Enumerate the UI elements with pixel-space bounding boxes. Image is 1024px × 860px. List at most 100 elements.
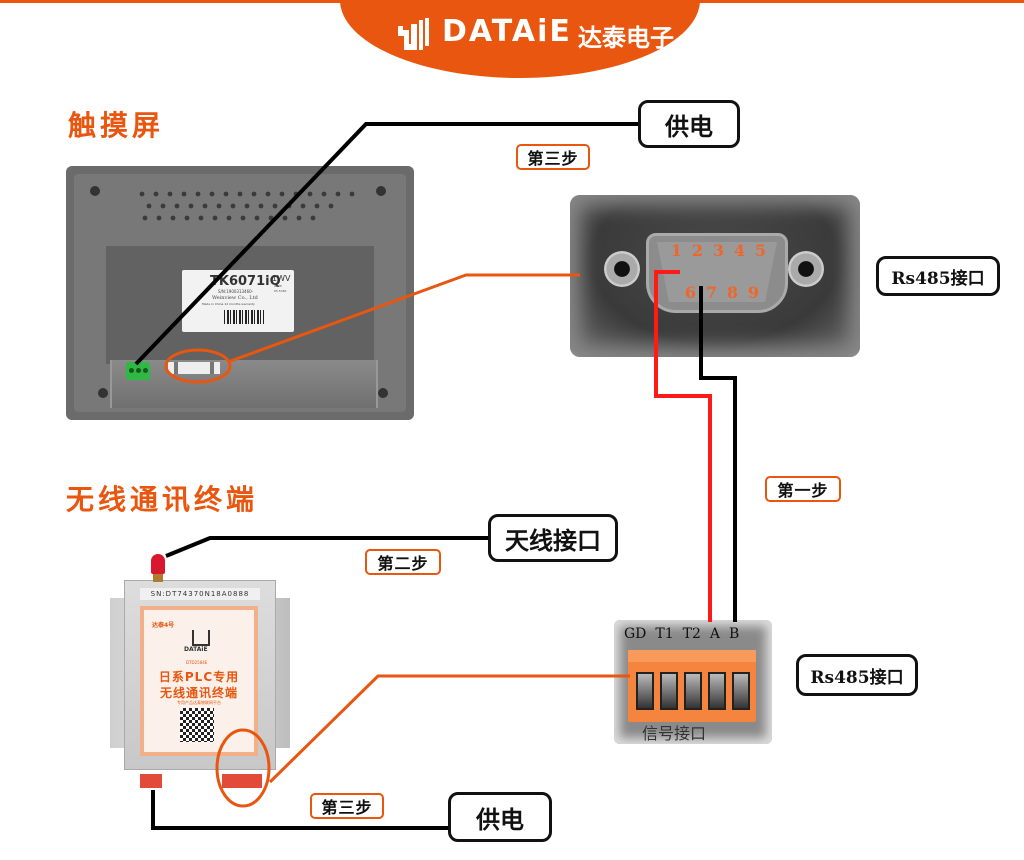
device-serial: S/N:1900313460- bbox=[218, 289, 254, 294]
vent-hole bbox=[184, 215, 190, 221]
callout-power-top: 供电 bbox=[638, 100, 740, 148]
device-maker: Weinview Co., Ltd bbox=[212, 295, 258, 301]
vent-hole bbox=[328, 203, 334, 209]
terminal-line1: 日系PLC专用 bbox=[158, 670, 240, 684]
touchscreen-bottom-bay bbox=[110, 360, 378, 408]
terminal-badge: 达泰4号 bbox=[152, 622, 175, 629]
step-label-3-bottom: 第三步 bbox=[310, 793, 384, 819]
terminal-logo-text: DATAiE bbox=[184, 646, 208, 653]
terminal-logo-icon bbox=[192, 630, 210, 646]
db9-pin-label: 2 bbox=[691, 241, 704, 260]
device-model-suffix: 1WV bbox=[272, 274, 291, 283]
terminal-small-text: 专用产品达泰物联网平台 bbox=[177, 700, 221, 705]
vent-hole bbox=[321, 191, 327, 197]
antenna-icon bbox=[151, 554, 165, 582]
vent-hole bbox=[146, 203, 152, 209]
screw-hole bbox=[376, 186, 386, 196]
terminal-pin-label: A bbox=[709, 626, 721, 642]
vent-hole bbox=[282, 215, 288, 221]
brand-logo-icon bbox=[398, 18, 429, 50]
callout-rs485-top: Rs485接口 bbox=[876, 256, 1000, 296]
vent-hole bbox=[237, 191, 243, 197]
db9-highlight-ring bbox=[164, 348, 232, 384]
vent-hole bbox=[272, 203, 278, 209]
db9-pin-label: 9 bbox=[747, 283, 760, 302]
callout-antenna: 天线接口 bbox=[488, 514, 618, 562]
terminal-line2: 无线通讯终端 bbox=[159, 686, 238, 700]
terminal-block-bottom-text: 信号接口 bbox=[642, 724, 707, 743]
db9-thumbscrew-right bbox=[788, 251, 824, 287]
brand-name-cn: 达泰电子 bbox=[578, 24, 674, 52]
section-title-touchscreen: 触摸屏 bbox=[68, 109, 165, 142]
vent-hole bbox=[160, 203, 166, 209]
callout-power-bottom: 供电 bbox=[448, 792, 552, 842]
vent-hole bbox=[254, 215, 260, 221]
vent-hole bbox=[198, 215, 204, 221]
antenna-wire bbox=[165, 536, 490, 558]
device-small2: 65,536K bbox=[274, 289, 287, 293]
wire-signal-b-black bbox=[699, 286, 737, 622]
signal-terminal-red bbox=[222, 774, 262, 788]
vent-hole bbox=[310, 215, 316, 221]
screw-hole bbox=[378, 388, 388, 398]
callout-rs485-bottom: Rs485接口 bbox=[796, 654, 918, 696]
vent-holes bbox=[139, 191, 355, 221]
barcode bbox=[224, 310, 264, 324]
step-label-2: 第二步 bbox=[365, 549, 441, 575]
vent-hole bbox=[296, 215, 302, 221]
device-small1: WIDE bbox=[274, 284, 283, 288]
vent-hole bbox=[258, 203, 264, 209]
vent-hole bbox=[223, 191, 229, 197]
terminal-serial: SN:DT74370N18A0888 bbox=[140, 588, 260, 600]
terminal-highlight-ring bbox=[215, 728, 271, 808]
db9-port-small bbox=[168, 362, 220, 374]
vent-hole bbox=[300, 203, 306, 209]
vent-hole bbox=[139, 191, 145, 197]
vent-hole bbox=[279, 191, 285, 197]
vent-hole bbox=[349, 191, 355, 197]
vent-hole bbox=[195, 191, 201, 197]
terminal-device: SN:DT74370N18A0888 达泰4号 DATAiE DTD2584E … bbox=[110, 578, 290, 788]
step-label-1: 第一步 bbox=[765, 476, 841, 502]
db9-pin-label: 3 bbox=[712, 241, 725, 260]
terminal-pin-label: T2 bbox=[682, 626, 701, 642]
device-warranty: Made in China 12 months warranty bbox=[202, 302, 255, 306]
leader-terminal-block bbox=[268, 674, 630, 784]
vent-hole bbox=[167, 191, 173, 197]
vent-hole bbox=[230, 203, 236, 209]
vent-hole bbox=[216, 203, 222, 209]
vent-hole bbox=[226, 215, 232, 221]
vent-hole bbox=[153, 191, 159, 197]
vent-hole bbox=[156, 215, 162, 221]
vent-hole bbox=[174, 203, 180, 209]
terminal-pin-label: B bbox=[729, 626, 740, 642]
vent-hole bbox=[265, 191, 271, 197]
vent-hole bbox=[170, 215, 176, 221]
terminal-screw-slot bbox=[660, 672, 678, 710]
terminal-screw-slot bbox=[684, 672, 702, 710]
wire-signal-a-red bbox=[654, 270, 712, 622]
terminal-screw-slot bbox=[636, 672, 654, 710]
vent-hole bbox=[314, 203, 320, 209]
section-title-terminal: 无线通讯终端 bbox=[66, 483, 259, 516]
terminal-model: DTD2584E bbox=[186, 660, 208, 665]
touchscreen-device: TK6071iQ 1WV WIDE 65,536K S/N:1900313460… bbox=[66, 166, 414, 420]
power-terminal-red bbox=[140, 774, 162, 788]
vent-hole bbox=[335, 191, 341, 197]
vent-hole bbox=[202, 203, 208, 209]
terminal-pin-label: GD bbox=[624, 626, 647, 642]
db9-pin-label: 5 bbox=[754, 241, 767, 260]
db9-thumbscrew-left bbox=[604, 251, 640, 287]
db9-pin-label: 1 bbox=[670, 241, 683, 260]
power-wire-touchscreen bbox=[134, 122, 640, 366]
power-terminal-green bbox=[126, 362, 150, 380]
terminal-block-body bbox=[628, 650, 756, 722]
power-wire-terminal bbox=[151, 790, 450, 830]
db9-pin-label: 7 bbox=[705, 283, 718, 302]
